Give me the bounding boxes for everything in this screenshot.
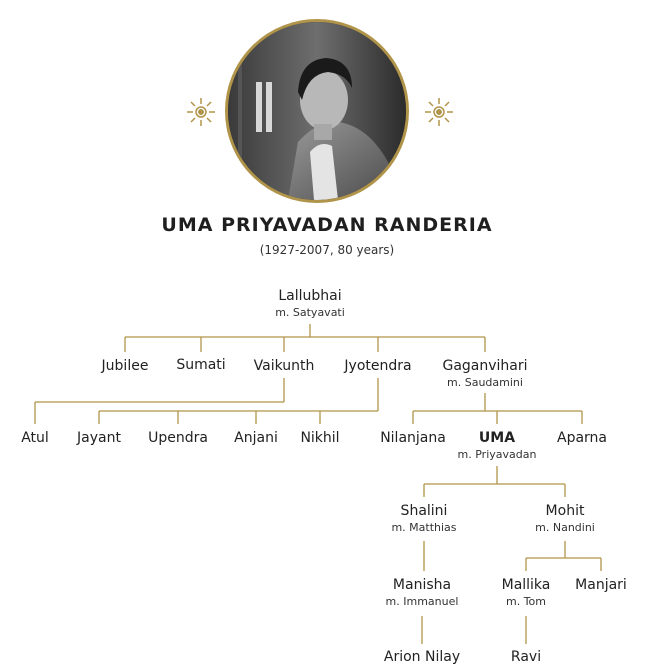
spouse-name: m. Saudamini xyxy=(447,376,523,389)
person-name: Ravi xyxy=(510,649,542,665)
person-name: Aparna xyxy=(556,430,608,446)
person-name: Shalini xyxy=(400,503,448,519)
person-node-arion-nilay: Arion Nilay xyxy=(384,648,460,666)
spouse-name: m. Nandini xyxy=(535,521,595,534)
person-name: Atul xyxy=(21,430,49,446)
person-name: Sumati xyxy=(176,357,226,373)
person-node-anjani: Anjani xyxy=(234,429,278,447)
person-name: Mallika xyxy=(501,577,551,593)
person-name: Mohit xyxy=(545,503,585,519)
portrait-photo xyxy=(225,19,409,203)
person-node-mallika: Mallika m. Tom xyxy=(502,576,551,610)
person-name: Jayant xyxy=(77,430,121,446)
person-node-lallubhai: Lallubhai m. Satyavati xyxy=(275,287,345,321)
person-name: Upendra xyxy=(148,430,208,446)
person-node-upendra: Upendra xyxy=(148,429,208,447)
spouse-name: m. Matthias xyxy=(391,521,457,534)
person-name: Gaganvihari xyxy=(442,358,528,374)
person-node-manisha: Manisha m. Immanuel xyxy=(386,576,459,610)
person-node-jyotendra: Jyotendra xyxy=(344,357,411,375)
person-name-title: UMA PRIYAVADAN RANDERIA xyxy=(161,214,493,236)
person-node-aparna: Aparna xyxy=(557,429,607,447)
person-node-sumati: Sumati xyxy=(176,356,225,374)
person-name: Jubilee xyxy=(101,358,149,374)
spouse-name: m. Satyavati xyxy=(275,306,345,319)
person-node-manjari: Manjari xyxy=(575,576,627,594)
person-name: Nilanjana xyxy=(380,430,446,446)
person-node-ravi: Ravi xyxy=(511,648,541,666)
person-name: Nikhil xyxy=(300,430,340,446)
person-node-vaikunth: Vaikunth xyxy=(254,357,315,375)
spouse-name: m. Priyavadan xyxy=(457,448,537,461)
person-node-shalini: Shalini m. Matthias xyxy=(391,502,456,536)
person-node-nikhil: Nikhil xyxy=(300,429,339,447)
person-node-nilanjana: Nilanjana xyxy=(380,429,446,447)
person-name: Anjani xyxy=(234,430,278,446)
spouse-name: m. Tom xyxy=(505,595,546,608)
person-node-uma: UMA m. Priyavadan xyxy=(458,429,537,463)
person-name: Lallubhai xyxy=(278,288,342,304)
person-node-atul: Atul xyxy=(21,429,49,447)
sun-ornament-icon xyxy=(187,98,215,126)
person-name: Arion Nilay xyxy=(383,649,461,665)
spouse-name: m. Immanuel xyxy=(385,595,459,608)
person-node-gaganvihari: Gaganvihari m. Saudamini xyxy=(442,357,527,391)
person-node-jubilee: Jubilee xyxy=(102,357,149,375)
person-name: Jyotendra xyxy=(344,358,412,374)
person-node-mohit: Mohit m. Nandini xyxy=(535,502,595,536)
person-name: Manjari xyxy=(575,577,627,593)
person-name: UMA xyxy=(478,430,516,446)
person-name: Vaikunth xyxy=(253,358,315,374)
life-years: (1927-2007, 80 years) xyxy=(259,243,395,257)
person-node-jayant: Jayant xyxy=(77,429,121,447)
person-name: Manisha xyxy=(392,577,452,593)
sun-ornament-icon xyxy=(425,98,453,126)
